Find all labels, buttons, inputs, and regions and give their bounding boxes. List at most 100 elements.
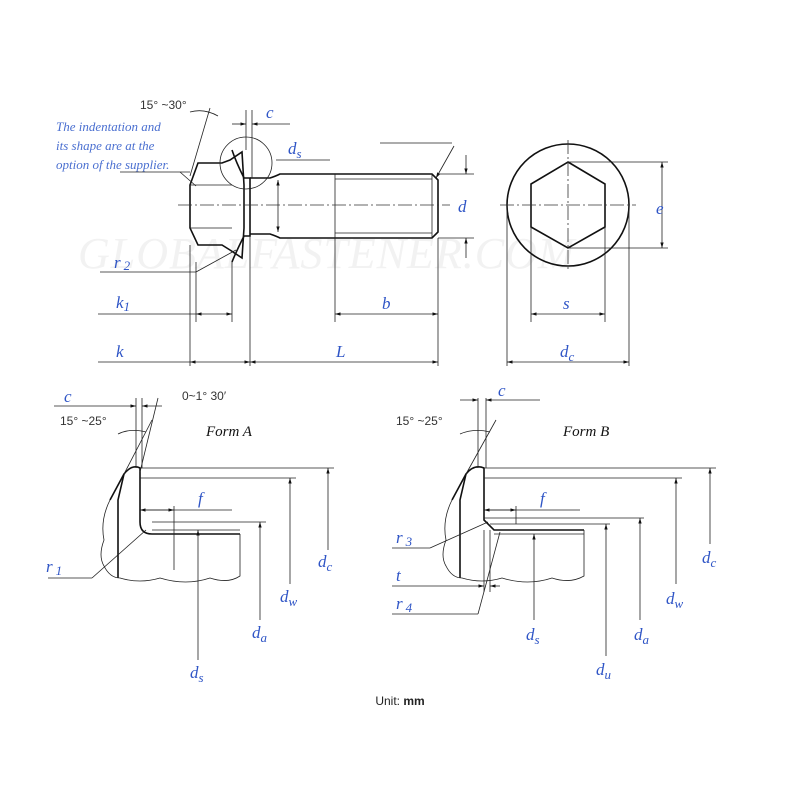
form-b-label-r4-sub: 4 <box>406 600 413 615</box>
form-a-label-c: c <box>64 387 72 406</box>
watermark-text: GLOBALFASTENER.COM <box>78 229 577 278</box>
form-b-r3-leader <box>429 521 489 549</box>
form-a-flange-profile <box>109 466 240 535</box>
form-b-head-angle: 15° ~25° <box>396 414 443 428</box>
r2-leader <box>195 249 237 273</box>
label-ds-sub: s <box>297 146 302 161</box>
form-b-label-dw: dw <box>666 589 684 611</box>
form-a-title: Form A <box>205 424 253 440</box>
form-a-label-dc-sub: c <box>327 559 333 574</box>
supplier-note: The indentation and its shape are at the… <box>56 119 169 172</box>
shank-outline <box>250 173 439 239</box>
form-b-flange-left <box>459 473 467 578</box>
label-d: d <box>458 197 467 216</box>
form-b-break-line <box>442 499 585 583</box>
note-line: The indentation and <box>56 119 161 134</box>
form-a-r1-leader <box>91 529 147 579</box>
angle-arc <box>189 110 219 117</box>
label-dc: dc <box>560 342 575 364</box>
form-a-label-da-main: d <box>252 623 261 642</box>
form-a-label-dc-main: d <box>318 552 327 571</box>
unit-prefix: Unit: <box>375 694 400 708</box>
form-b-label-du-main: d <box>596 660 605 679</box>
form-b-title: Form B <box>562 424 609 440</box>
form-b-label-dc-sub: c <box>711 555 717 570</box>
form-b-r4-leader <box>477 531 501 615</box>
label-k1-main: k <box>116 293 124 312</box>
top-head-angle: 15° ~30° <box>140 98 187 112</box>
label-ds: ds <box>288 139 302 161</box>
form-a-flange-left <box>117 473 125 578</box>
form-a-label-ds-sub: s <box>199 670 204 685</box>
form-b-label-da: da <box>634 625 650 647</box>
form-b-label-r3-main: r <box>396 528 403 547</box>
form-b-label-da-main: d <box>634 625 643 644</box>
note-line: option of the supplier. <box>56 157 169 172</box>
flange-outline <box>231 149 251 263</box>
form-a-head-angle: 15° ~25° <box>60 414 107 428</box>
form-a-label-ds-main: d <box>190 663 199 682</box>
note-line: its shape are at the <box>56 138 155 153</box>
form-b-label-dc: dc <box>702 548 717 570</box>
form-a-label-da-sub: a <box>261 630 268 645</box>
label-ds-main: d <box>288 139 297 158</box>
form-b-label-c: c <box>498 381 506 400</box>
label-b: b <box>382 294 391 313</box>
form-b-label-f: f <box>540 489 547 508</box>
form-b-label-t: t <box>396 566 402 585</box>
label-c: c <box>266 103 274 122</box>
unit-caption: Unit: mm <box>0 694 800 708</box>
form-b-label-r4-main: r <box>396 594 403 613</box>
form-b-label-dw-sub: w <box>675 596 684 611</box>
form-a-label-dw-sub: w <box>289 594 298 609</box>
form-b-angle-line <box>465 419 497 475</box>
form-b-label-ds-main: d <box>526 625 535 644</box>
label-k: k <box>116 342 124 361</box>
form-a-label-r1-main: r <box>46 557 53 576</box>
hex-head-outline <box>189 150 245 260</box>
form-a-label-f: f <box>198 489 205 508</box>
form-b-label-du-sub: u <box>605 667 612 682</box>
label-r2-main: r <box>114 253 121 272</box>
form-a-label-dw: dw <box>280 587 298 609</box>
form-a-label-r1-sub: 1 <box>56 563 63 578</box>
label-k1-sub: 1 <box>124 299 131 314</box>
form-a-label-da: da <box>252 623 268 645</box>
form-a-label-dw-main: d <box>280 587 289 606</box>
label-L: L <box>335 342 345 361</box>
form-a-angle-line <box>123 419 153 475</box>
end-view: e s dc <box>500 140 668 366</box>
form-a-label-ds: ds <box>190 663 204 685</box>
form-b-label-r3-sub: 3 <box>405 534 413 549</box>
label-r2-sub: 2 <box>124 258 131 273</box>
label-dc-sub: c <box>569 349 575 364</box>
form-b-label-da-sub: a <box>643 632 650 647</box>
side-view: 15° ~30° The indentation and its shape a… <box>56 98 474 366</box>
form-b-flange-profile <box>451 466 584 531</box>
label-e: e <box>656 199 664 218</box>
form-b-label-ds: ds <box>526 625 540 647</box>
form-b-label-ds-sub: s <box>535 632 540 647</box>
form-a-angle-arc <box>117 430 147 435</box>
label-s: s <box>563 294 570 313</box>
unit-value: mm <box>403 694 425 708</box>
label-dc-main: d <box>560 342 569 361</box>
form-a-break-line <box>100 499 241 583</box>
form-b-label-dw-main: d <box>666 589 675 608</box>
form-b-label-du: du <box>596 660 612 682</box>
note-leader <box>179 171 197 187</box>
form-a-label-dc: dc <box>318 552 333 574</box>
form-b-angle-arc <box>459 430 491 435</box>
angle-line <box>189 107 211 177</box>
label-k1: k1 <box>116 293 130 314</box>
form-a-taper-line <box>139 397 159 473</box>
form-b-label-dc-main: d <box>702 548 711 567</box>
thread-leader-arrow <box>435 145 455 179</box>
